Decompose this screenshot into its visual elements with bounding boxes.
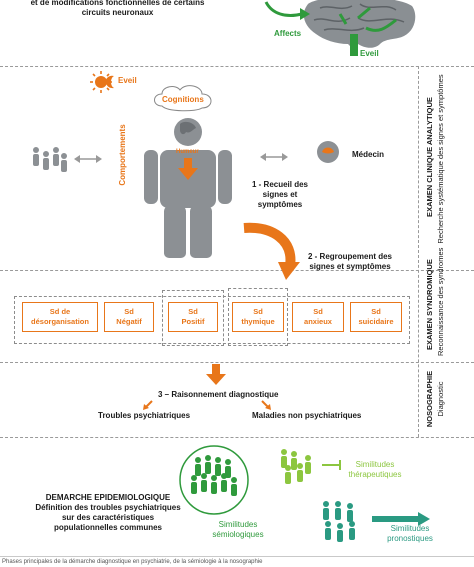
green-curved-arrow <box>264 1 310 20</box>
orange-curved-arrow <box>243 222 300 280</box>
comportements-label: Comportements <box>118 124 127 186</box>
epidemio-line-1: Définition des troubles psychiatriques <box>35 503 181 512</box>
separator-nosography <box>0 362 474 363</box>
exam-syndromique-subtitle: Reconnaissance des syndromes <box>436 247 445 356</box>
epidemio-line-3: populationnelles communes <box>53 523 162 532</box>
cognitions-label: Cognitions <box>162 95 204 104</box>
syndrome-group-thymic <box>228 288 288 346</box>
crowd-patient-arrow <box>74 155 102 163</box>
step-2-line-1: 2 - Regroupement des <box>307 252 392 261</box>
step-2-line-2: signes et symptômes <box>309 262 391 271</box>
epidemio-title: DEMARCHE EPIDEMIOLOGIQUE <box>45 493 171 502</box>
syndrome-thymique-line-2: thymique <box>241 317 275 326</box>
syndrome-disorganisation-line-2: désorganisation <box>31 317 89 326</box>
nosographie-subtitle: Diagnostic <box>436 381 445 417</box>
epidemio-line-2: sur des caractéristiques <box>61 513 155 522</box>
syndrome-suicidaire-line-1: Sd <box>371 307 381 316</box>
separator-top <box>0 66 474 67</box>
right-branch-arrow <box>261 400 271 410</box>
exam-clinique-subtitle: Recherche systématique des signes et sym… <box>436 74 445 244</box>
left-branch-arrow <box>143 400 153 410</box>
prono-line-2: pronostiques <box>387 534 433 543</box>
thera-line-2: thérapeutiques <box>348 470 402 479</box>
semio-line-1: Similitudes <box>218 520 258 529</box>
prono-line-1: Similitudes <box>390 524 430 533</box>
semio-line-2: sémiologiques <box>212 530 264 539</box>
intro-text: et de modifications fonctionnelles de ce… <box>0 0 235 18</box>
syndrome-positif-line-2: Positif <box>181 317 205 326</box>
syndrome-positif-line-1: Sd <box>188 307 198 316</box>
intro-line-1: et de modifications fonctionnelles de ce… <box>30 0 205 7</box>
affects-label: Affects <box>274 29 302 38</box>
exam-clinique-title: EXAMEN CLINIQUE ANALYTIQUE <box>425 97 434 217</box>
syndrome-group-positive <box>162 290 224 346</box>
step-1-line-1: 1 - Recueil des <box>251 180 309 189</box>
down-arrow <box>206 364 226 385</box>
therapeutic-crowd-icon <box>281 449 311 484</box>
semio-label: Similitudes sémiologiques <box>208 520 268 540</box>
sun-moon-icon <box>90 71 114 93</box>
nosographie-title: NOSOGRAPHIE <box>425 370 434 428</box>
epidemio-text: DEMARCHE EPIDEMIOLOGIQUE Définition des … <box>28 493 188 533</box>
top-eveil-label: Eveil <box>360 49 379 58</box>
separator-syndromic <box>0 270 474 271</box>
thera-label: Similitudes thérapeutiques <box>340 460 410 480</box>
side-separator <box>418 66 419 437</box>
humeur-label: Humeur <box>176 149 199 155</box>
prognostic-crowd-icon <box>323 501 355 542</box>
separator-epidemio <box>0 437 474 438</box>
eveil-label: Eveil <box>118 76 137 85</box>
doctor-head-icon <box>317 141 339 163</box>
prognostic-arrow <box>372 512 430 526</box>
step-2-label: 2 - Regroupement des signes et symptômes <box>300 252 400 272</box>
syndrome-negatif-line-2: Négatif <box>116 317 142 326</box>
troubles-psy-label: Troubles psychiatriques <box>98 411 191 420</box>
prono-label: Similitudes pronostiques <box>380 524 440 544</box>
caption-divider <box>0 556 474 557</box>
step-1-line-2: signes et symptômes <box>257 190 303 209</box>
medecin-label: Médecin <box>352 150 385 159</box>
thera-line-1: Similitudes <box>355 460 395 469</box>
syndrome-suicidaire-line-2: suicidaire <box>358 317 394 326</box>
semiological-crowd-icon <box>179 445 249 515</box>
brain-illustration <box>303 0 416 56</box>
caption-text: Phases principales de la démarche diagno… <box>2 559 263 565</box>
syndrome-anxieux-line-2: anxieux <box>304 317 332 326</box>
maladies-non-psy-label: Maladies non psychiatriques <box>252 411 362 420</box>
crowd-icon <box>33 147 67 172</box>
syndrome-thymique-line-1: Sd <box>253 307 263 316</box>
syndrome-negatif-line-1: Sd <box>124 307 134 316</box>
patient-doctor-arrow <box>260 153 288 161</box>
syndrome-anxieux-line-1: Sd <box>313 307 323 316</box>
intro-line-2: circuits neuronaux <box>81 8 154 17</box>
patient-figure <box>144 118 232 258</box>
syndrome-group-outer <box>14 296 410 344</box>
step-3-label: 3 – Raisonnement diagnostique <box>158 390 279 399</box>
therapeutic-connector <box>322 460 341 470</box>
cognitions-cloud <box>154 85 212 112</box>
exam-syndromique-title: EXAMEN SYNDROMIQUE <box>425 259 434 350</box>
step-1-label: 1 - Recueil des signes et symptômes <box>240 180 320 210</box>
syndrome-disorganisation-line-1: Sd de <box>49 307 71 316</box>
